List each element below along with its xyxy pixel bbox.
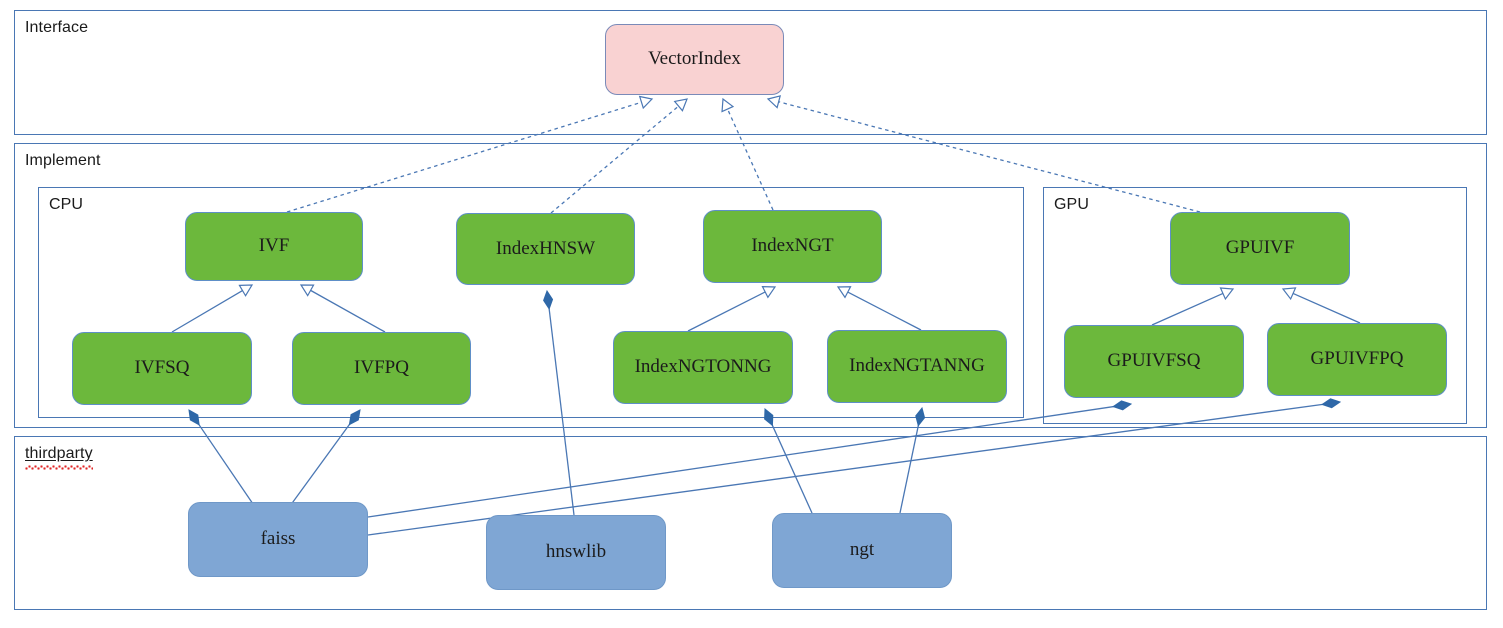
class-node-label: ngt [849, 539, 875, 561]
group-label-gpu: GPU [1054, 196, 1089, 213]
class-node-label: IVF [258, 235, 290, 257]
class-node-gpuivfpq[interactable]: GPUIVFPQ [1267, 323, 1447, 396]
group-label-interface: Interface [25, 19, 89, 36]
class-node-label: faiss [260, 528, 296, 550]
class-node-gpuivf[interactable]: GPUIVF [1170, 212, 1350, 285]
class-node-ivfsq[interactable]: IVFSQ [72, 332, 252, 405]
spellcheck-underline [25, 465, 93, 470]
class-node-faiss[interactable]: faiss [188, 502, 368, 577]
class-node-label: hnswlib [545, 541, 607, 563]
class-node-label: GPUIVF [1225, 237, 1295, 259]
class-node-label: GPUIVFPQ [1310, 348, 1404, 370]
class-node-indexngtonng[interactable]: IndexNGTONNG [613, 331, 793, 404]
group-label-cpu: CPU [49, 196, 84, 213]
class-node-indexngt[interactable]: IndexNGT [703, 210, 882, 283]
class-node-label: IndexNGTANNG [849, 355, 985, 377]
class-node-indexngtanng[interactable]: IndexNGTANNG [827, 330, 1007, 403]
class-node-gpuivfsq[interactable]: GPUIVFSQ [1064, 325, 1244, 398]
class-node-ivf[interactable]: IVF [185, 212, 363, 281]
class-node-vectorindex[interactable]: VectorIndex [605, 24, 784, 95]
group-label-implement: Implement [25, 152, 101, 169]
class-node-indexhnsw[interactable]: IndexHNSW [456, 213, 635, 285]
class-node-label: GPUIVFSQ [1107, 350, 1201, 372]
class-node-label: IndexNGTONNG [634, 356, 772, 378]
class-node-label: IndexNGT [751, 235, 834, 257]
class-node-label: IVFSQ [134, 357, 190, 379]
class-node-label: IVFPQ [354, 357, 409, 379]
class-node-hnswlib[interactable]: hnswlib [486, 515, 666, 590]
class-node-label: IndexHNSW [495, 237, 596, 259]
class-node-label: VectorIndex [648, 48, 741, 70]
group-label-thirdparty: thirdparty [25, 445, 93, 462]
class-node-ivfpq[interactable]: IVFPQ [292, 332, 471, 405]
class-node-ngt[interactable]: ngt [772, 513, 952, 588]
